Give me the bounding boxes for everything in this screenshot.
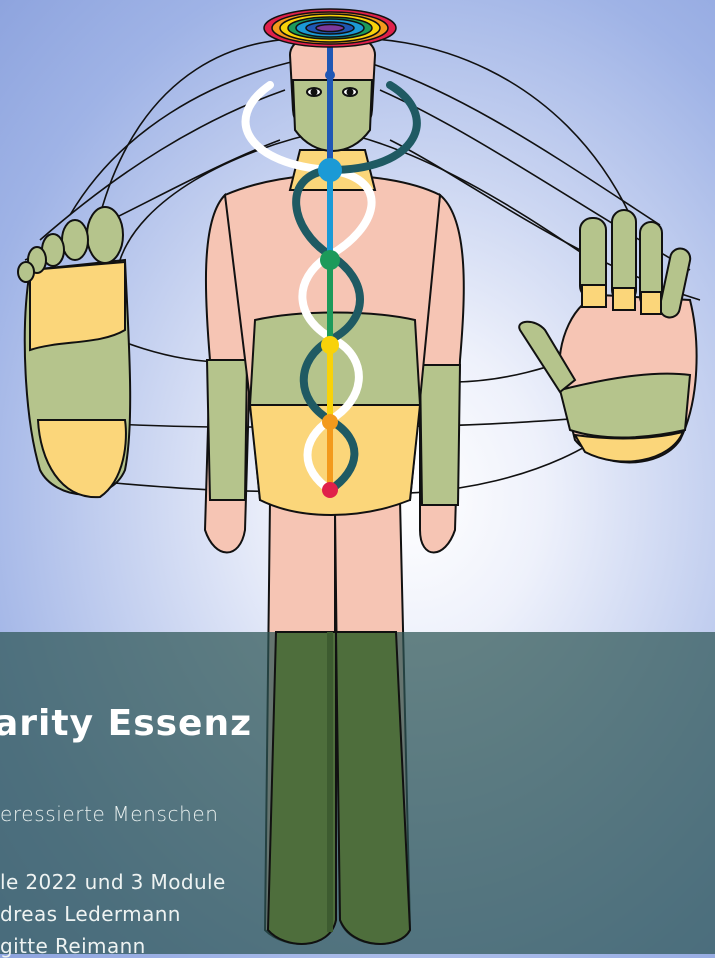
course-dates: le 2022 und 3 Module: [0, 870, 226, 894]
foot-sole: [18, 207, 130, 497]
instructor-1: dreas Ledermann: [0, 902, 181, 926]
chakra-sacral: [322, 414, 338, 430]
crown-halo: [264, 9, 396, 47]
chakra-heart: [320, 250, 340, 270]
chakra-solar: [321, 336, 339, 354]
chakra-root: [322, 482, 338, 498]
chakra-brow: [325, 70, 335, 80]
instructor-2: gitte Reimann: [0, 934, 146, 958]
chakra-throat: [318, 158, 342, 182]
course-title: arity Essenz: [0, 703, 252, 744]
hand-palm: [519, 210, 696, 463]
course-audience: eressierte Menschen: [0, 802, 219, 826]
